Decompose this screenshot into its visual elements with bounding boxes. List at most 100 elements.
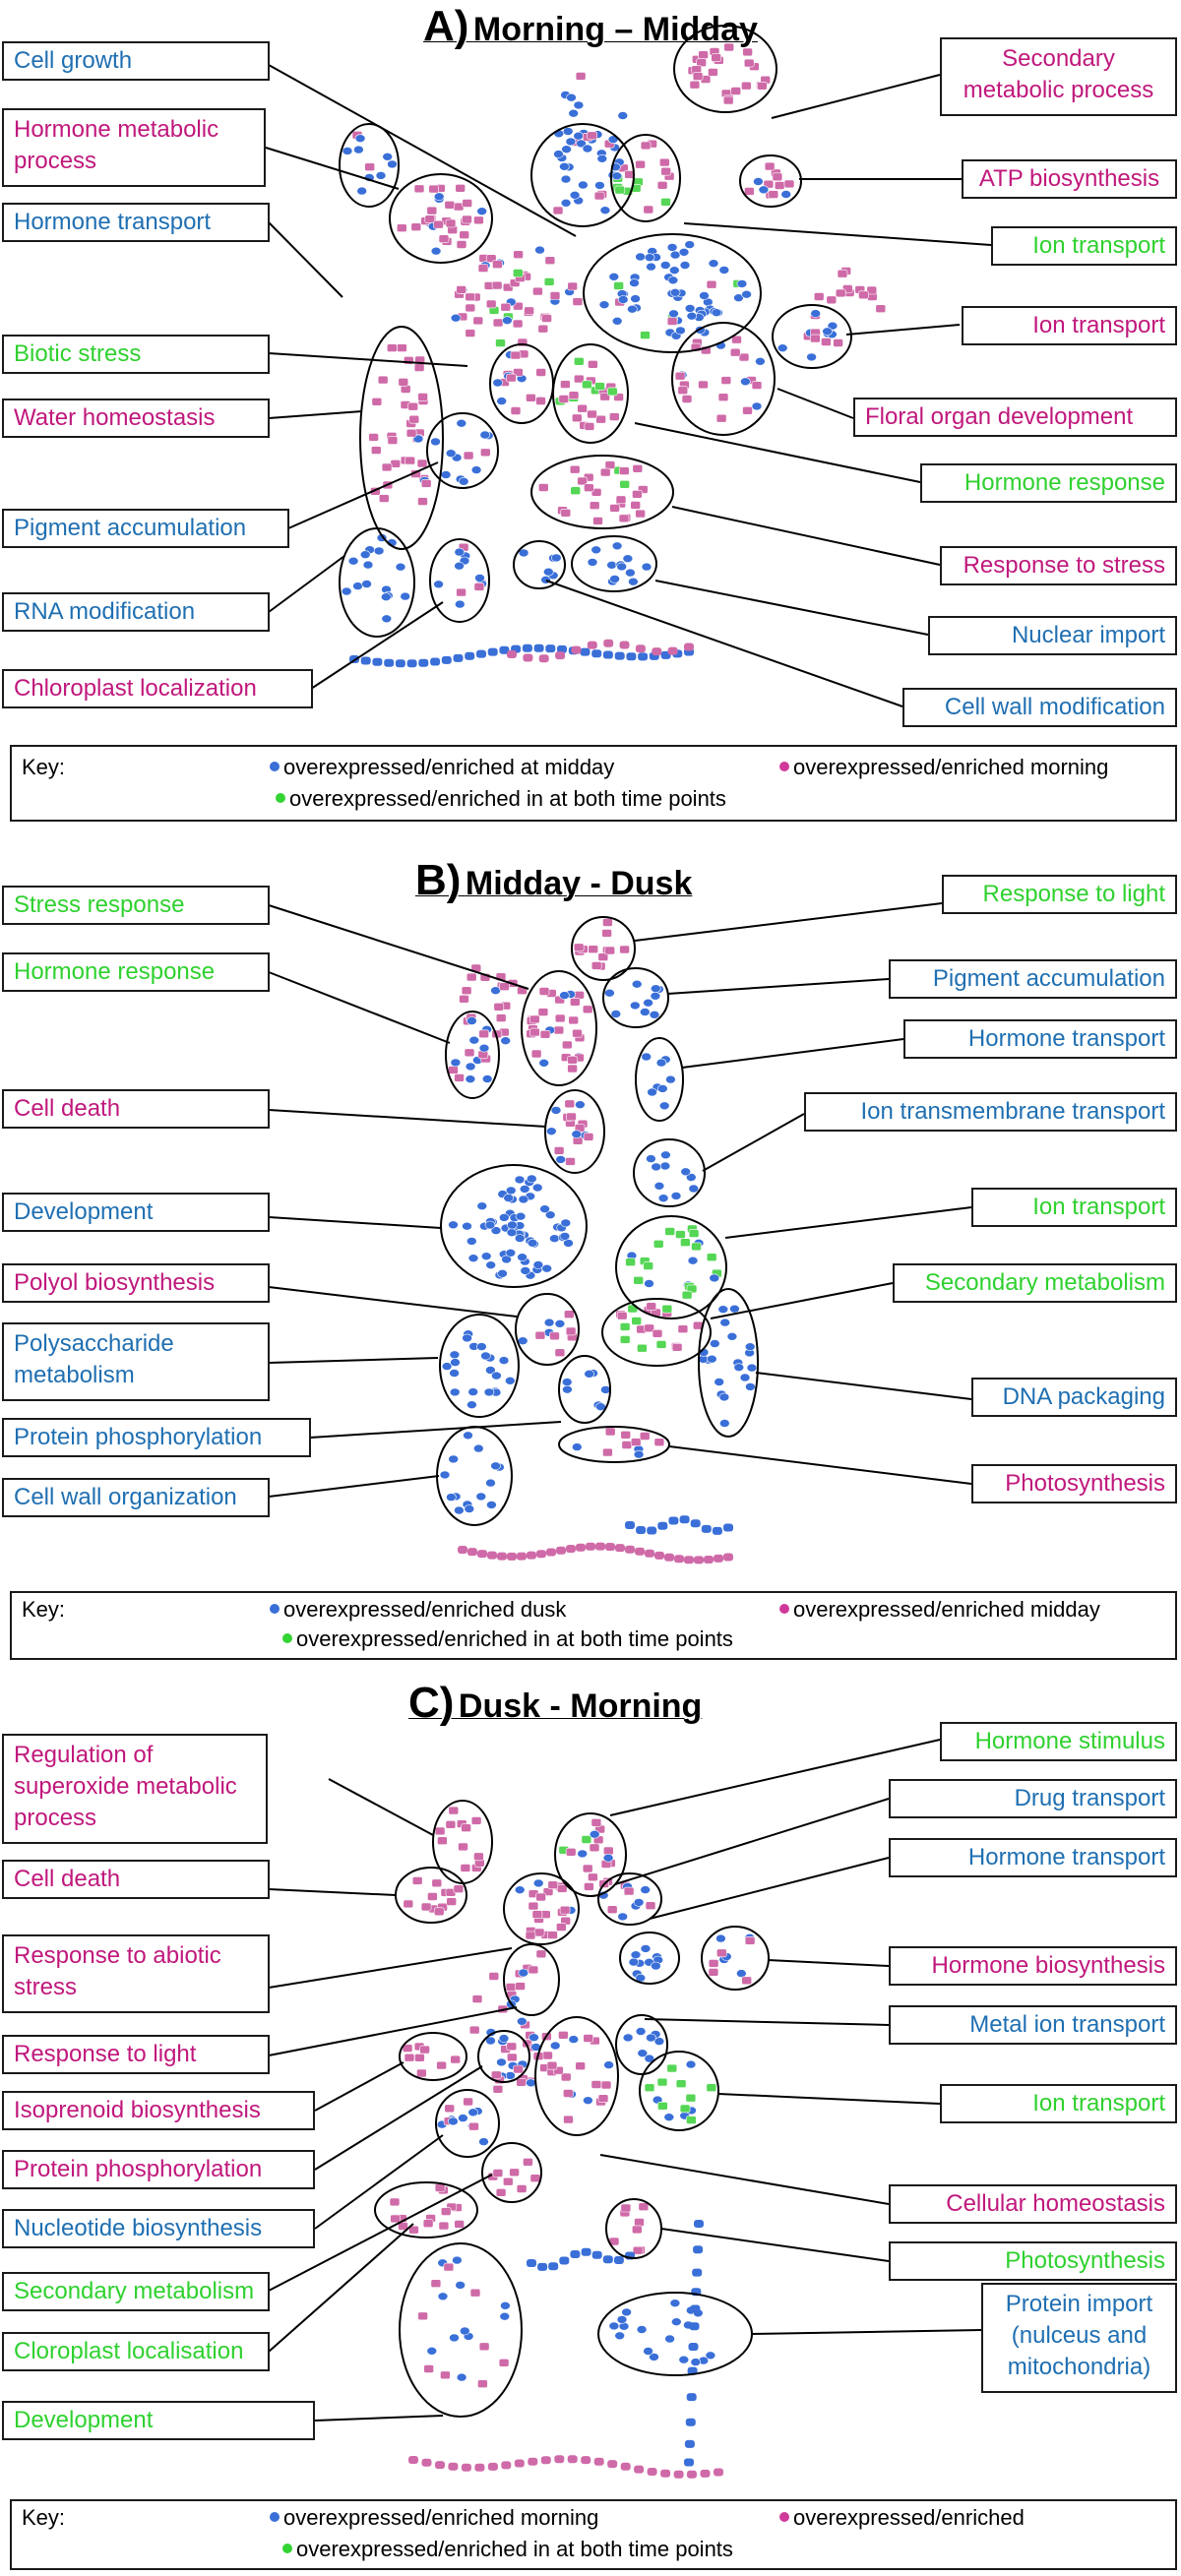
network-node [514,1175,526,1185]
network-node [471,1994,483,2003]
label-atp-biosynthesis: ATP biosynthesis [962,159,1177,199]
network-node [667,646,678,655]
network-node [634,2465,645,2474]
network-node [664,2334,675,2344]
network-node [545,644,556,653]
network-node [556,1546,566,1555]
network-node [440,2370,451,2380]
network-node [417,393,428,401]
network-node [582,144,593,153]
network-node [590,1818,602,1827]
network-node [423,2364,435,2373]
network-node [609,575,620,583]
network-node [558,2030,569,2040]
network-node [441,1362,453,1371]
network-node [571,1442,583,1451]
network-node [822,327,833,337]
network-node [717,393,729,402]
network-node [635,509,646,519]
network-node [395,562,406,572]
network-node [472,1443,484,1453]
network-node [445,218,457,228]
network-node [492,378,504,388]
network-node [530,1049,542,1059]
network-node [594,181,605,190]
network-node [465,303,476,313]
network-node [640,1944,652,1953]
network-node [743,58,755,68]
network-node [718,1419,730,1428]
network-node [377,375,389,385]
network-node [389,2197,401,2207]
label-ion-transport-b: Ion transport [971,1188,1177,1227]
network-node [684,643,694,651]
network-node [541,1263,553,1273]
network-node [568,391,580,400]
network-node [490,2070,502,2080]
network-node [604,988,615,998]
green-dot-icon [282,2544,292,2554]
network-node [698,380,709,390]
network-node [360,656,371,665]
network-node [602,1846,614,1856]
network-node [535,368,547,377]
network-node [584,422,595,431]
key-green-a: overexpressed/enriched in at both time p… [276,784,726,814]
label-nucleotide-biosynthesis: Nucleotide biosynthesis [2,2209,315,2248]
network-node [449,1369,460,1378]
network-node [656,2077,668,2087]
network-node [680,1167,692,1177]
network-node [556,1884,568,1893]
network-node [472,316,484,326]
network-node [476,207,488,215]
network-node [492,2084,504,2094]
network-node [354,134,366,143]
network-node [495,1013,507,1022]
network-node [479,430,491,440]
network-node [684,2458,694,2467]
network-node [573,356,585,366]
network-node [538,987,550,996]
network-node [400,385,411,394]
network-node [466,1016,477,1025]
network-node [679,2104,691,2114]
network-node [712,1526,722,1535]
network-node [674,1555,684,1564]
network-node [714,1554,723,1563]
network-a-nodes [341,42,887,668]
network-node [590,545,602,555]
network-node [647,1087,657,1097]
network-node [588,945,599,953]
network-node [406,659,417,668]
network-node [723,1553,733,1562]
network-node [577,403,588,413]
network-node [458,476,469,486]
network-node [561,1040,573,1050]
network-node [518,1968,529,1978]
network-node [520,1266,531,1275]
network-node [571,413,583,423]
network-node [514,1885,526,1894]
network-node [532,1260,544,1269]
network-node [636,1526,647,1534]
network-node [635,1547,645,1556]
network-node [685,2418,696,2426]
network-node [669,250,681,260]
network-node [476,1201,488,1211]
network-node [563,2115,574,2124]
network-node [729,1304,740,1314]
network-node [450,1358,461,1367]
network-node [684,1556,694,1564]
network-node [631,2225,643,2235]
network-node [699,291,710,300]
network-node [726,1331,738,1341]
network-node [576,1543,586,1552]
network-node [507,650,517,658]
network-node [535,1892,546,1902]
network-node [616,2315,628,2324]
network-node [569,998,581,1007]
network-node [652,647,662,656]
network-node [544,1210,556,1220]
network-node [596,154,608,163]
label-hormone-transport-b: Hormone transport [903,1019,1177,1059]
